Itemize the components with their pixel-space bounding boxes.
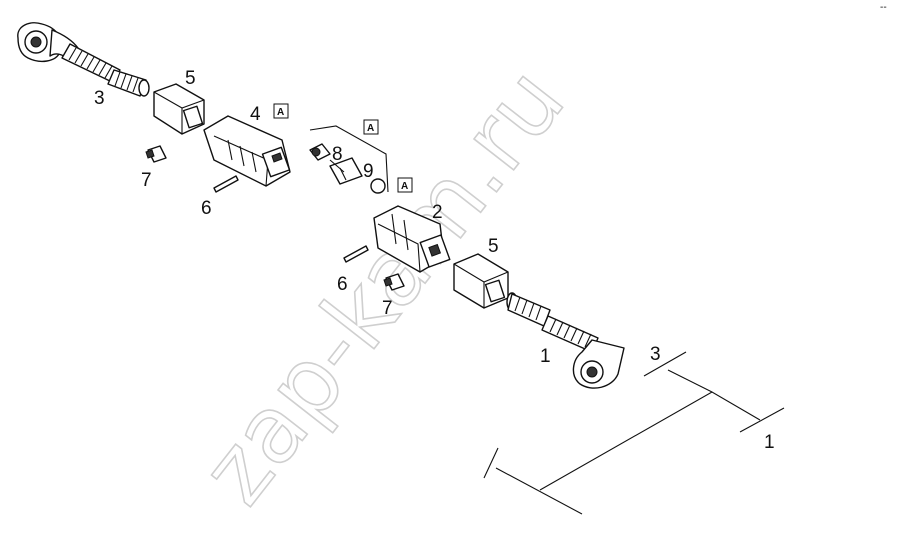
watermark: zap-kam.ru xyxy=(181,48,585,523)
clip-part-6-bottom xyxy=(343,245,369,263)
corner-mark: -- xyxy=(880,2,887,13)
callout-6-top: 6 xyxy=(201,198,212,219)
ref-box-a3-label: A xyxy=(401,181,408,192)
pin-part-8 xyxy=(309,143,331,161)
ref-box-a2-label: A xyxy=(367,123,374,134)
callout-1-bottom: 1 xyxy=(540,346,551,367)
clip-part-6-top xyxy=(213,175,239,193)
bracket-group-a xyxy=(309,125,389,193)
callout-7-bottom: 7 xyxy=(382,298,393,319)
ref-box-a2: A xyxy=(363,119,379,135)
callout-6-bottom: 6 xyxy=(337,274,348,295)
plug-part-7-top xyxy=(145,145,167,163)
callout-8: 8 xyxy=(332,144,343,165)
harness-schematic xyxy=(483,351,785,515)
callout-2: 2 xyxy=(432,202,443,223)
terminal-part-9 xyxy=(329,157,386,194)
housing-part-5-top xyxy=(153,83,205,135)
callout-1-schematic: 1 xyxy=(764,432,775,453)
connector-part-2 xyxy=(373,205,451,273)
leader-lines xyxy=(329,159,345,173)
callout-3-top: 3 xyxy=(94,88,105,109)
plug-part-7-bottom xyxy=(383,273,405,291)
ref-box-a3: A xyxy=(397,177,413,193)
ref-box-a1-label: A xyxy=(277,107,284,118)
housing-part-5-bottom xyxy=(453,253,509,309)
bottom-bellows-part-1 xyxy=(506,292,551,327)
top-left-bellows-part-3 xyxy=(107,69,150,97)
callout-3-schematic: 3 xyxy=(650,344,661,365)
connector-part-4-top xyxy=(203,115,291,187)
bottom-right-grommet-cap xyxy=(572,339,625,389)
callout-4: 4 xyxy=(250,104,261,125)
callout-9: 9 xyxy=(363,161,374,182)
ref-box-a1: A xyxy=(273,103,289,119)
callout-5-bottom: 5 xyxy=(488,236,499,257)
callout-5-top: 5 xyxy=(185,68,196,89)
callout-7-top: 7 xyxy=(141,170,152,191)
